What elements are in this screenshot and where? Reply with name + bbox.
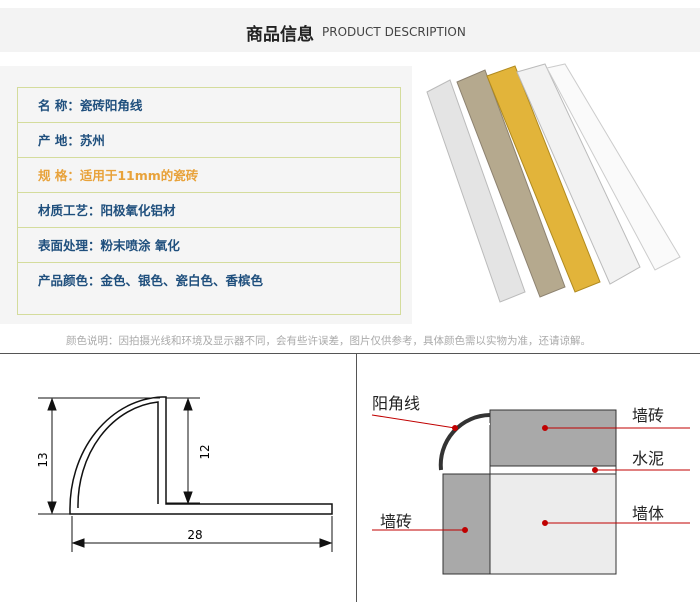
label-tile-top: 墙砖 [632,406,665,425]
color-disclaimer: 颜色说明：因拍摄光线和环境及显示器不同，会有些许误差，图片仅供参考，具体颜色需以… [66,335,591,347]
label-tile-left: 墙砖 [380,512,413,531]
header-title-en: PRODUCT DESCRIPTION [322,25,466,39]
divider [0,353,700,354]
profile-drawing: 13 12 28 [36,396,333,552]
spec-panel [0,66,412,324]
header-title-cn: 商品信息 [246,25,314,45]
divider-vertical [356,353,357,602]
dim-height: 13 [36,452,50,467]
spec-row-colors: 产品颜色：金色、银色、瓷白色、香槟色 [38,273,264,288]
section-header: 商品信息 PRODUCT DESCRIPTION [0,8,700,52]
label-cement: 水泥 [632,449,665,468]
spec-row-material: 材质工艺：阳极氧化铝材 [18,193,400,228]
spec-row-surface: 表面处理：粉末喷涂 氧化 [18,228,400,263]
dim-stem: 12 [198,444,212,459]
spec-table: 名 称：瓷砖阳角线 产 地：苏州 规 格：适用于11mm的瓷砖 材质工艺：阳极氧… [17,87,401,315]
installation-diagram [371,409,690,575]
label-wall: 墙体 [632,504,665,523]
dim-width: 28 [187,528,202,542]
spec-row-name: 名 称：瓷砖阳角线 [18,88,400,123]
product-photo [426,63,681,303]
spec-row-size: 规 格：适用于11mm的瓷砖 [18,158,400,193]
label-trim: 阳角线 [372,394,421,413]
spec-row-origin: 产 地：苏州 [18,123,400,158]
